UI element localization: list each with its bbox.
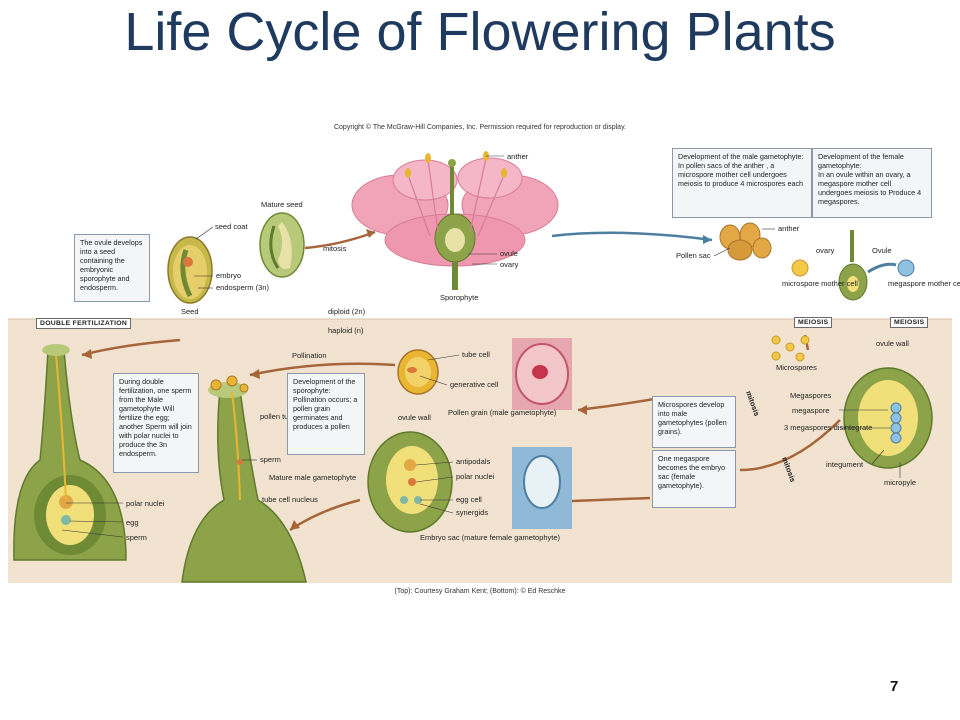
anther-illustration (719, 222, 809, 277)
ovule-illustration (838, 230, 915, 301)
female-gametophyte-body: In an ovule within an ovary, a megaspore… (818, 170, 922, 206)
label-pollen-grain: Pollen grain (male gametophyte) (448, 408, 557, 417)
sporophyte-dev-title: Development of the sporophyte: (293, 377, 356, 395)
microspores-illustration (771, 335, 810, 362)
label-microspores: Microspores (776, 363, 817, 372)
label-synergids: synergids (456, 508, 488, 517)
page-title: Life Cycle of Flowering Plants (124, 2, 836, 62)
label-ovary-top: ovary (500, 260, 519, 269)
label-mature-seed: Mature seed (261, 200, 303, 209)
seed-illustration (167, 236, 213, 304)
arrow-pollen-to-pollination (249, 362, 396, 377)
female-gametophyte-title: Development of the female gametophyte: (818, 152, 904, 170)
copyright-notice: Copyright © The McGraw-Hill Companies, I… (333, 124, 626, 131)
female-gametophyte-box: Development of the female gametophyte: I… (812, 148, 932, 218)
fertilization-pistil (13, 344, 127, 561)
label-anther-top: anther (507, 152, 529, 161)
label-integument: integument (826, 460, 864, 469)
zone-diploid-label: diploid (2n) (328, 307, 366, 316)
label-sperm-left: sperm (126, 533, 147, 542)
zone-haploid-label: haploid (n) (328, 326, 364, 335)
label-sperm-mid: sperm (260, 455, 281, 464)
label-egg-cell: egg cell (456, 495, 482, 504)
pollen-grain (397, 349, 439, 395)
meiosis-tag-left: MEIOSIS (794, 317, 833, 328)
label-endosperm: endosperm (3n) (216, 283, 269, 292)
sporophyte-flower (351, 151, 559, 290)
label-embryo-sac: Embryo sac (mature female gametophyte) (420, 533, 561, 542)
label-polar-nuclei-left: polar nuclei (126, 499, 165, 508)
double-fertilization-tag: DOUBLE FERTILIZATION (36, 318, 132, 329)
ovule-seed-box: The ovule develops into a seed containin… (74, 234, 150, 302)
label-pollination: Pollination (292, 351, 327, 360)
label-ovule-wall-right: ovule wall (876, 339, 909, 348)
label-generative-cell: generative cell (450, 380, 499, 389)
label-polar-nuclei-mid: polar nuclei (456, 472, 495, 481)
label-egg: egg (126, 518, 139, 527)
mature-seed (259, 212, 305, 278)
label-sporophyte: Sporophyte (440, 293, 478, 302)
label-ovary-right: ovary (816, 246, 835, 255)
label-megaspore-mother-cell: megaspore mother cell (888, 279, 960, 288)
label-three-megaspores: 3 megaspores disintegrate (784, 423, 872, 432)
arrow-sporophyte-to-anther (551, 231, 713, 242)
embryo-sac-micrograph (512, 447, 572, 529)
label-pollen-sac: Pollen sac (676, 251, 711, 260)
megaspore-ovule (843, 367, 933, 469)
male-gametophyte-body: In pollen sacs of the anther , a microsp… (678, 161, 804, 188)
label-anther-right: anther (778, 224, 800, 233)
megaspore-dev-box: One megaspore becomes the embryo sac (fe… (652, 450, 736, 508)
label-ovule-top: ovule (500, 249, 518, 258)
page-number: 7 (890, 678, 899, 695)
microspores-dev-box: Microspores develop into male gametophyt… (652, 396, 736, 448)
label-microspore-mother-cell-1: microspore mother cell (782, 279, 858, 288)
male-gametophyte-title: Development of the male gametophyte: (678, 152, 804, 161)
photo-credit: (Top): Courtesy Graham Kent; (Bottom): ©… (394, 588, 566, 595)
label-mature-male: Mature male gametophyte (269, 473, 356, 482)
meiosis-tag-right: MEIOSIS (890, 317, 929, 328)
label-antipodals: antipodals (456, 457, 490, 466)
embryo-sac-ovule (367, 431, 453, 533)
label-mitosis-top: mitosis (323, 244, 347, 253)
label-megaspore: megaspore (792, 406, 830, 415)
label-embryo: embryo (216, 271, 241, 280)
label-ovule-wall-mid: ovule wall (398, 413, 431, 422)
label-megaspores: Megaspores (790, 391, 832, 400)
label-ovule-right: Ovule (872, 246, 892, 255)
sporophyte-dev-body: Pollination occurs; a pollen grain germi… (293, 395, 358, 431)
label-seed: Seed (181, 307, 199, 316)
pollination-pistil (181, 375, 307, 583)
sporophyte-dev-box: Development of the sporophyte: Pollinati… (287, 373, 365, 455)
label-tube-cell: tube cell (462, 350, 490, 359)
label-seed-coat: seed coat (215, 222, 248, 231)
label-micropyle: micropyle (884, 478, 916, 487)
arrow-megaspore-to-embryosac (739, 419, 841, 472)
label-pollen-tube: pollen tube (260, 412, 297, 421)
label-tube-cell-nucleus: tube cell nucleus (262, 495, 318, 504)
double-fertilization-box: During double fertilization, one sperm f… (113, 373, 199, 473)
pollen-micrograph (512, 338, 572, 410)
male-gametophyte-box: Development of the male gametophyte: In … (672, 148, 812, 218)
